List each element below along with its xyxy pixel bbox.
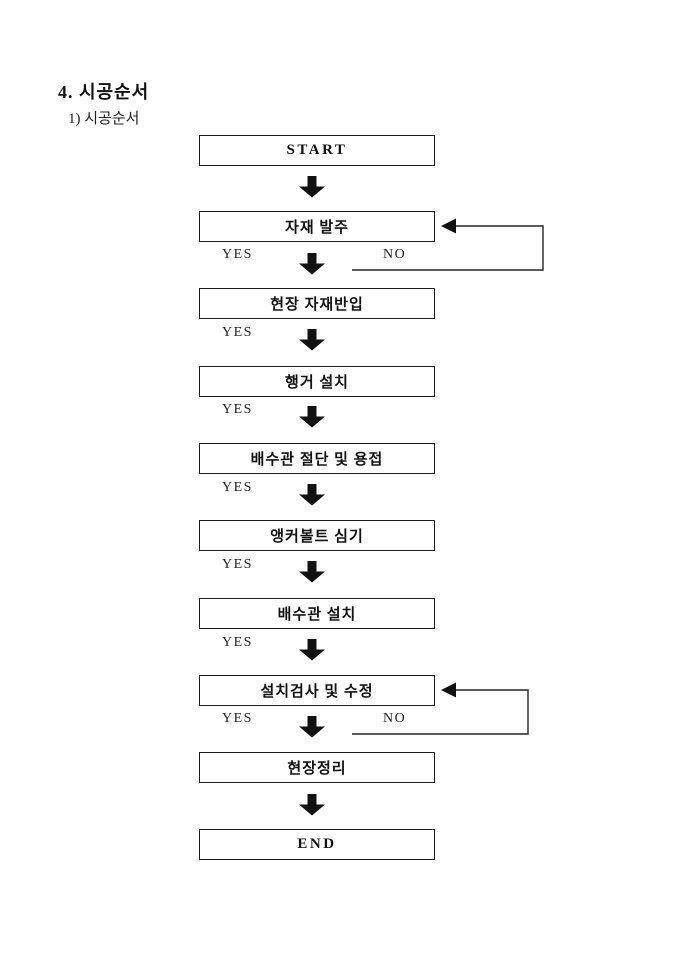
arrow-down-icon xyxy=(299,329,325,351)
flow-box-end-label: END xyxy=(297,836,337,852)
yes-label-inspection-fix: YES xyxy=(222,711,253,726)
flow-box-start-label: START xyxy=(286,142,348,158)
yes-label-hanger-install: YES xyxy=(222,402,253,417)
flow-box-inspection-fix: 설치검사 및 수정 xyxy=(199,675,435,706)
arrow-down-icon xyxy=(299,639,325,661)
page-subtitle: 1) 시공순서 xyxy=(68,111,140,127)
flow-box-pipe-install: 배수관 설치 xyxy=(199,598,435,629)
arrow-down-icon xyxy=(299,176,325,198)
arrow-down-icon xyxy=(299,253,325,275)
flow-box-site-cleanup: 현장정리 xyxy=(199,752,435,783)
flow-box-inspection-fix-label: 설치검사 및 수정 xyxy=(260,684,374,700)
flow-box-pipe-cut-weld: 배수관 절단 및 용접 xyxy=(199,443,435,474)
flow-box-start: START xyxy=(199,135,435,166)
arrow-down-icon xyxy=(299,794,325,816)
flow-box-hanger-install: 행거 설치 xyxy=(199,366,435,397)
no-label-material-order: NO xyxy=(383,247,407,262)
arrow-down-icon xyxy=(299,716,325,738)
flow-box-material-order: 자재 발주 xyxy=(199,211,435,242)
flow-box-material-order-label: 자재 발주 xyxy=(285,220,349,236)
flow-box-hanger-install-label: 행거 설치 xyxy=(285,375,349,391)
yes-label-pipe-cut-weld: YES xyxy=(222,480,253,495)
flow-box-anchor-bolt-label: 앵커볼트 심기 xyxy=(270,529,364,545)
arrow-down-icon xyxy=(299,406,325,428)
yes-label-pipe-install: YES xyxy=(222,635,253,650)
yes-label-material-order: YES xyxy=(222,247,253,262)
flow-box-pipe-cut-weld-label: 배수관 절단 및 용접 xyxy=(250,452,384,468)
page-title: 4. 시공순서 xyxy=(58,82,150,102)
yes-label-site-material-in: YES xyxy=(222,325,253,340)
flow-box-site-cleanup-label: 현장정리 xyxy=(287,761,347,777)
arrow-left-icon xyxy=(441,682,456,698)
arrow-down-icon xyxy=(299,484,325,506)
flow-box-site-material-in: 현장 자재반입 xyxy=(199,288,435,319)
flow-box-pipe-install-label: 배수관 설치 xyxy=(277,607,357,623)
flow-box-anchor-bolt: 앵커볼트 심기 xyxy=(199,520,435,551)
flow-box-end: END xyxy=(199,829,435,860)
flow-box-site-material-in-label: 현장 자재반입 xyxy=(270,297,364,313)
arrow-down-icon xyxy=(299,561,325,583)
yes-label-anchor-bolt: YES xyxy=(222,557,253,572)
no-label-inspection-fix: NO xyxy=(383,711,407,726)
arrow-left-icon xyxy=(441,218,456,234)
